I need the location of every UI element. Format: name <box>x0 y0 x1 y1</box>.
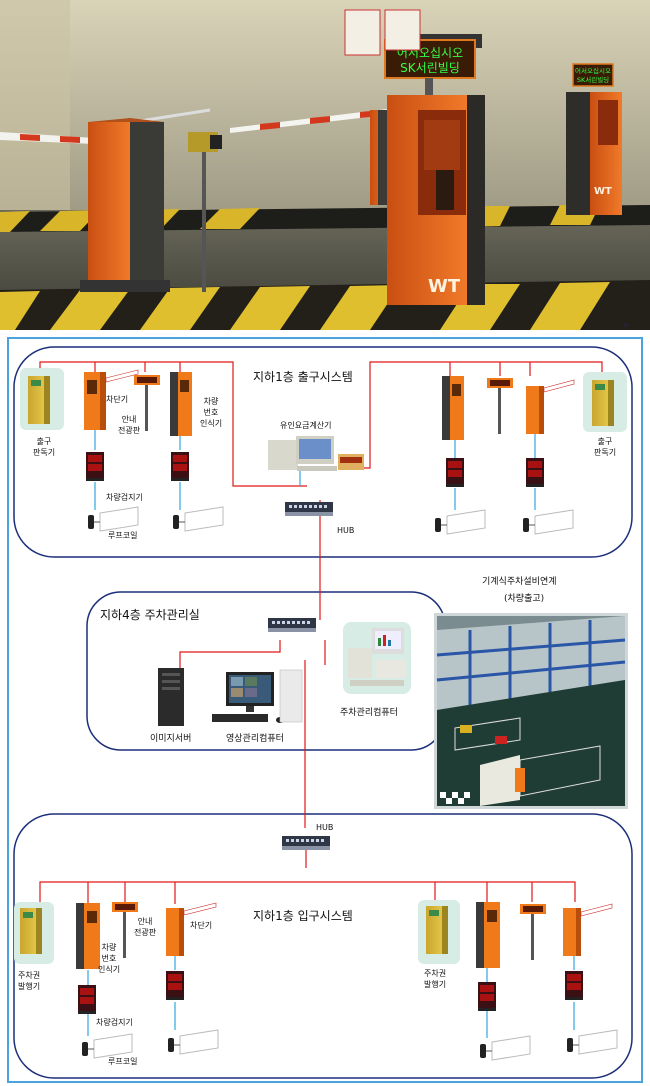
exit-lpr-left-label: 차량 번호 인식기 <box>200 397 223 428</box>
mechanical-title-line2: (차량출고) <box>504 594 545 604</box>
entry-display-left-label: 안내 전광판 <box>134 917 157 937</box>
entry-barrier-arm-left <box>183 902 217 916</box>
system-diagram: 지하1층 출구시스템 유인요금계산기 HUB 출구 판독기 차단기 안내 전광판… <box>0 330 650 1086</box>
entry-hub-label: HUB <box>316 823 334 832</box>
control-hub <box>268 618 316 632</box>
parking-gate-photo: 어서오십시오 SK서린빌딩 WT 어서오십시오 SK서린빌딩 WT <box>0 0 650 330</box>
entry-ticket-right <box>418 900 460 964</box>
exit-coil-left-2 <box>172 506 224 532</box>
exit-detector-left-1 <box>86 452 104 481</box>
photo-scene: 어서오십시오 SK서린빌딩 WT 어서오십시오 SK서린빌딩 WT <box>0 0 650 330</box>
sign-main-line2: SK서린빌딩 <box>400 61 460 75</box>
entry-detector-left-label: 차량검지기 <box>96 1018 133 1027</box>
entry-barrier-left-label: 차단기 <box>190 921 213 930</box>
exit-barrier-left-label: 차단기 <box>106 395 129 404</box>
exit-reader-left-label: 출구 판독기 <box>33 437 56 457</box>
video-computer <box>212 669 303 723</box>
exit-lpr-left <box>170 372 192 436</box>
entry-ticket-right-label: 주차권 발행기 <box>424 969 447 989</box>
entry-coil-left-2 <box>167 1029 219 1055</box>
exit-section-box <box>13 346 633 558</box>
entry-section-title: 지하1층 입구시스템 <box>253 909 353 923</box>
entry-lpr-left-label: 차량 번호 인식기 <box>98 943 121 974</box>
exit-coil-right-1 <box>434 509 486 535</box>
entry-lpr-left <box>76 903 100 969</box>
exit-lpr-right <box>442 376 464 440</box>
main-ticket-machine: 어서오십시오 SK서린빌딩 WT <box>384 34 485 305</box>
entry-coil-right-1 <box>479 1035 531 1061</box>
image-server-label: 이미지서버 <box>150 734 192 744</box>
image-server <box>158 668 184 726</box>
entry-hub <box>282 836 330 850</box>
exit-barrier-right <box>526 386 544 434</box>
exit-coil-left-1 <box>87 506 139 532</box>
sign-small-line2: SK서린빌딩 <box>577 75 609 84</box>
control-room-title: 지하4층 주차관리실 <box>100 608 200 622</box>
outer-frame <box>7 337 643 1083</box>
exit-hub-label: HUB <box>337 526 355 535</box>
exit-section-title: 지하1층 출구시스템 <box>253 370 353 384</box>
exit-display-left-label: 안내 전광판 <box>118 415 141 435</box>
mechanical-parking-image <box>434 613 628 809</box>
parking-computer <box>343 622 411 694</box>
entry-detector-left-2 <box>166 971 184 1000</box>
entry-barrier-arm-right <box>580 903 613 917</box>
entry-detector-right-1 <box>478 982 496 1011</box>
entry-detector-right-2 <box>565 971 583 1000</box>
right-ticket-machine: 어서오십시오 SK서린빌딩 WT <box>566 63 622 215</box>
video-computer-label: 영상관리컴퓨터 <box>226 734 284 744</box>
entry-coil-left-label: 루프코일 <box>108 1057 138 1066</box>
exit-detector-right-2 <box>526 458 544 487</box>
exit-detector-left-label: 차량검지기 <box>106 493 143 502</box>
brand-logo-main: WT <box>428 276 461 297</box>
entry-barrier-left <box>166 908 184 956</box>
entry-red-wiring <box>39 850 576 910</box>
exit-barrier-left <box>84 372 106 430</box>
exit-red-wiring <box>39 361 603 828</box>
parking-computer-label: 주차관리컴퓨터 <box>340 708 398 718</box>
exit-detector-left-2 <box>171 452 189 481</box>
entry-coil-left-1 <box>81 1033 133 1059</box>
led-sign-small <box>572 63 614 87</box>
mechanical-title-line1: 기계식주차설비연계 <box>482 577 557 587</box>
exit-display-right <box>487 378 513 434</box>
entry-blue-cables <box>87 955 575 1038</box>
exit-hub <box>285 502 333 516</box>
entry-coil-right-2 <box>566 1029 618 1055</box>
sign-small-line1: 어서오십시오 <box>575 66 611 75</box>
camera-pole <box>188 132 222 292</box>
entry-ticket-left-label: 주차권 발행기 <box>18 971 41 991</box>
exit-detector-right-1 <box>446 458 464 487</box>
brand-logo-small: WT <box>594 186 612 197</box>
payment-computer <box>268 436 364 471</box>
exit-reader-left <box>20 368 64 430</box>
entry-detector-left-1 <box>78 985 96 1014</box>
exit-coil-left-label: 루프코일 <box>108 531 138 540</box>
exit-reader-right <box>583 372 627 432</box>
payment-machine-label: 유인요금계산기 <box>280 421 332 430</box>
entry-display-right <box>520 904 546 960</box>
left-barrier-box <box>80 118 170 292</box>
entry-lpr-right <box>476 902 500 968</box>
exit-coil-right-2 <box>522 509 574 535</box>
entry-ticket-left <box>14 902 54 964</box>
exit-barrier-arm-left <box>105 369 139 383</box>
diagram-graphics <box>7 337 643 1083</box>
exit-barrier-arm-right <box>543 379 575 393</box>
entry-barrier-right <box>563 908 581 956</box>
exit-blue-cables <box>94 430 536 510</box>
exit-reader-right-label: 출구 판독기 <box>594 437 617 457</box>
